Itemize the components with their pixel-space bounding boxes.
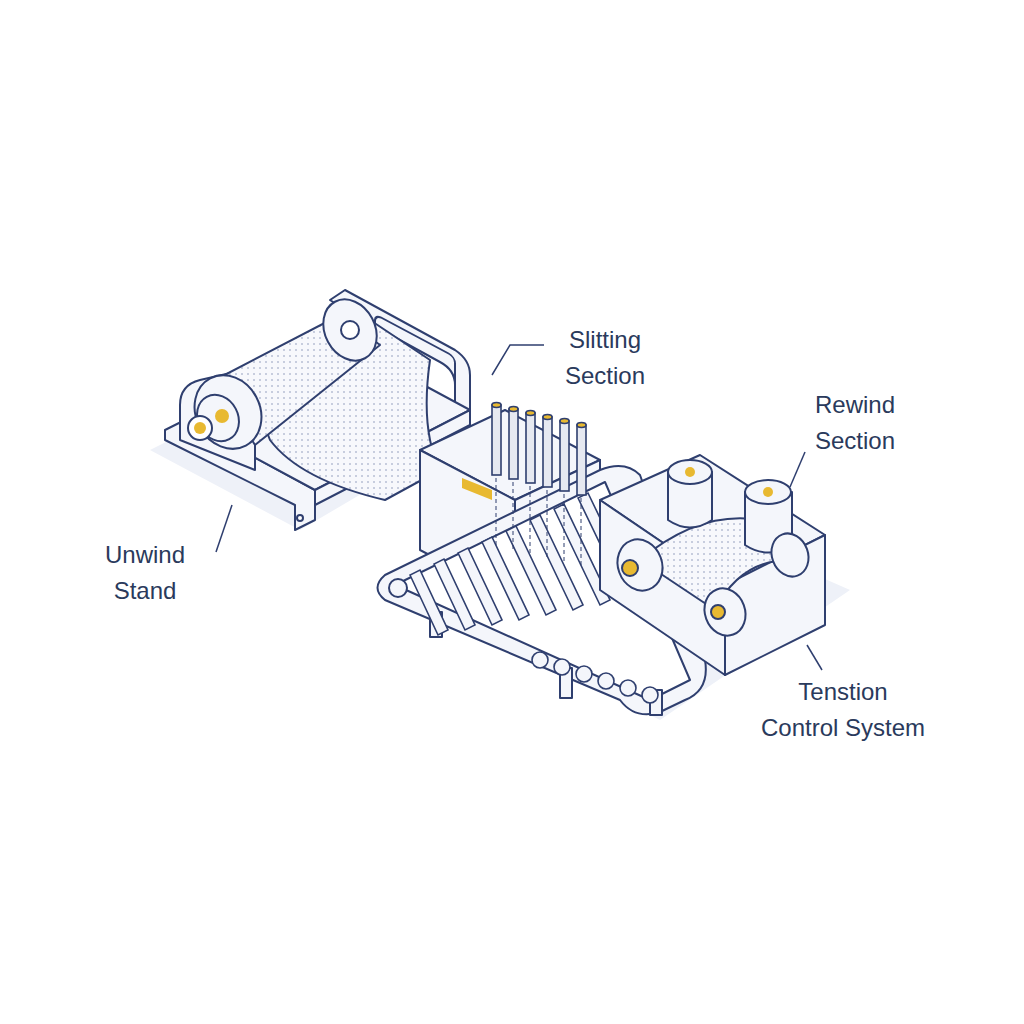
leader-line: [807, 645, 822, 670]
part-label: Rewind Section: [800, 387, 910, 459]
part-label: Tenstion Control System: [757, 674, 929, 746]
label-text: Unwind Stand: [105, 541, 185, 604]
part-label: Unwind Stand: [80, 537, 210, 609]
leader-line: [216, 505, 232, 552]
part-label: Slitting Section: [550, 322, 660, 394]
label-text: Tenstion Control System: [761, 678, 925, 741]
leader-line: [492, 345, 544, 375]
label-text: Rewind Section: [815, 391, 895, 454]
leader-line: [790, 452, 805, 487]
label-text: Slitting Section: [565, 326, 645, 389]
